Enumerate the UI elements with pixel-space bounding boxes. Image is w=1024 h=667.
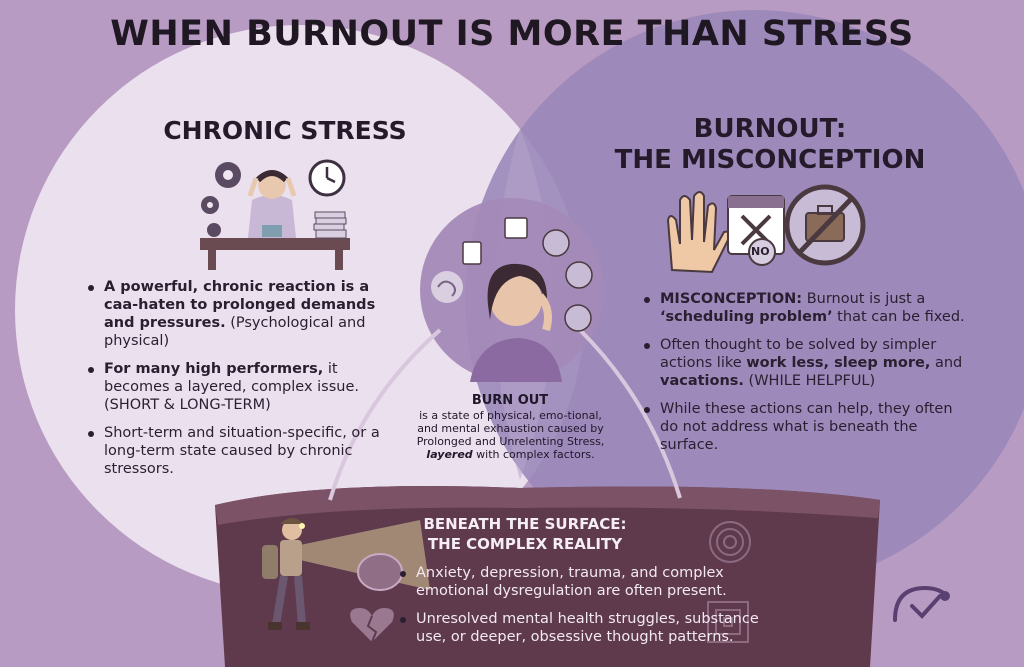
burnout-description: is a state of physical, emo-tional, and … — [416, 409, 605, 461]
list-item: Unresolved mental health struggles, subs… — [400, 610, 760, 646]
raised-hand-icon — [666, 191, 731, 274]
calendar-icon — [462, 217, 593, 332]
beneath-surface-heading: BENEATH THE SURFACE: THE COMPLEX REALITY — [423, 515, 627, 553]
list-item: While these actions can help, they often… — [644, 400, 974, 454]
exhausted-woman-icon — [470, 263, 562, 382]
chronic-stress-list: A powerful, chronic reaction is a caa-ha… — [88, 278, 388, 488]
list-item: A powerful, chronic reaction is a caa-ha… — [88, 278, 388, 350]
broken-heart-icon — [350, 608, 394, 643]
misconception-heading: BURNOUT: THE MISCONCEPTION — [614, 114, 926, 175]
chronic-stress-circle — [15, 25, 585, 595]
list-item: MISCONCEPTION: Burnout is just a ‘schedu… — [644, 290, 974, 326]
brain-question-icon — [357, 553, 403, 591]
calendar-x-icon — [727, 195, 785, 266]
page-title: WHEN BURNOUT IS MORE THAN STRESS — [110, 14, 914, 54]
burnout-title: BURN OUT — [471, 393, 549, 408]
calendar-no-badge: NO — [751, 245, 770, 258]
gear-icon — [201, 162, 241, 237]
list-item: For many high performers, it becomes a l… — [88, 360, 388, 414]
stressed-worker-icon — [200, 170, 350, 270]
beneath-surface-list: Anxiety, depression, trauma, and complex… — [400, 564, 760, 656]
maze-icon — [707, 521, 751, 643]
chronic-stress-heading: CHRONIC STRESS — [163, 116, 407, 145]
paper-stack-icon — [313, 211, 347, 239]
clock-icon — [308, 159, 346, 197]
no-luggage-icon — [784, 184, 866, 266]
list-item: Anxiety, depression, trauma, and complex… — [400, 564, 760, 600]
misconception-circle — [465, 10, 1024, 590]
misconception-list: MISCONCEPTION: Burnout is just a ‘schedu… — [644, 290, 974, 464]
list-item: Short-term and situation-specific, or a … — [88, 424, 388, 478]
list-item: Often thought to be solved by simpler ac… — [644, 336, 974, 390]
brain-icon — [431, 271, 463, 303]
logo-check-icon — [893, 585, 950, 622]
